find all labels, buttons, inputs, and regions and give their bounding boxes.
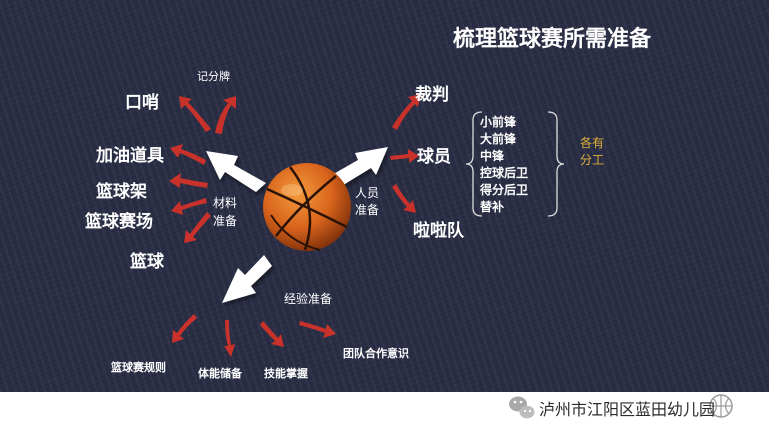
right-brace (547, 111, 565, 217)
people-label-line1: 人员 (355, 186, 380, 200)
slide-background (0, 0, 769, 392)
page-title: 梳理篮球赛所需准备 (453, 27, 652, 52)
red-arrow-referee (392, 94, 421, 130)
materials-label-line2: 准备 (213, 214, 238, 228)
item-cheerleaders: 啦啦队 (413, 221, 464, 241)
roles-note-line2: 分工 (580, 153, 605, 167)
role-power-forward: 大前锋 (480, 132, 517, 146)
red-arrow-skills (260, 321, 284, 347)
red-arrow-stamina (224, 320, 235, 357)
item-whistle: 口哨 (125, 93, 159, 113)
item-player: 球员 (417, 147, 451, 167)
item-rules: 篮球赛规则 (111, 361, 166, 374)
red-arrow-rules (172, 314, 197, 343)
role-substitute: 替补 (480, 200, 505, 214)
red-arrow-cheerleaders (392, 184, 416, 213)
experience-label: 经验准备 (284, 292, 333, 306)
roles-note-line1: 各有 (580, 136, 605, 150)
basketball-icon (263, 163, 351, 251)
item-skills: 技能掌握 (264, 367, 308, 380)
footer-strip (0, 392, 769, 441)
big-arrow-experience (222, 255, 272, 303)
basketball-logo-icon (709, 394, 733, 418)
item-stamina: 体能储备 (198, 367, 242, 380)
red-arrow-cheer-props (170, 144, 206, 165)
left-brace (465, 111, 483, 217)
wechat-icon (509, 396, 535, 419)
role-center: 中锋 (480, 149, 505, 163)
materials-label-line1: 材料 (213, 196, 238, 210)
red-arrow-whistle (179, 96, 211, 132)
red-arrow-court (171, 198, 207, 215)
item-teamwork: 团队合作意识 (343, 347, 409, 360)
big-arrow-people (330, 147, 388, 187)
item-scoreboard: 记分牌 (197, 70, 230, 83)
people-label-line2: 准备 (355, 203, 380, 217)
red-arrow-ball (184, 212, 211, 243)
role-small-forward: 小前锋 (480, 115, 517, 129)
item-hoop: 篮球架 (96, 182, 147, 202)
red-arrow-player (390, 149, 419, 163)
item-court: 篮球赛场 (85, 212, 153, 232)
role-shooting-guard: 得分后卫 (480, 183, 529, 197)
item-referee: 裁判 (415, 85, 449, 105)
red-arrow-hoop (169, 173, 208, 188)
role-point-guard: 控球后卫 (480, 166, 529, 180)
item-cheer-props: 加油道具 (96, 146, 164, 166)
red-arrow-scoreboard (215, 96, 236, 134)
red-arrow-teamwork (299, 321, 336, 338)
big-arrow-materials (206, 151, 266, 192)
item-ball: 篮球 (130, 252, 164, 272)
watermark-text: 泸州市江阳区蓝田幼儿园 (539, 400, 716, 419)
